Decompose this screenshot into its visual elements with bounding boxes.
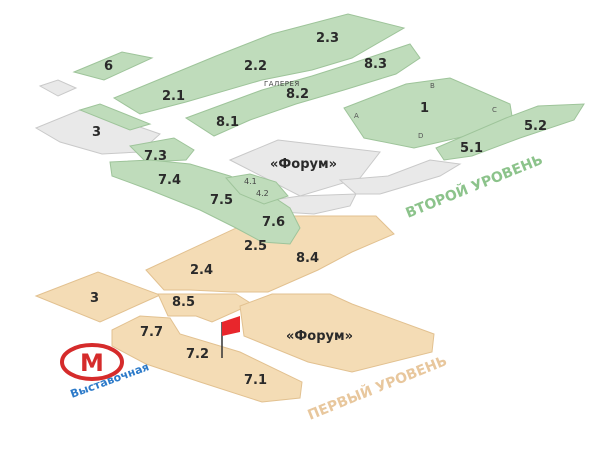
second-level-hall-7-3[interactable]	[128, 137, 195, 163]
second-level-hall-2-series[interactable]	[112, 13, 406, 115]
second-level-small-block	[38, 79, 78, 97]
first-level-forum[interactable]	[239, 293, 435, 373]
first-level-plan	[34, 215, 435, 403]
label-hall-4-1: 4.1	[244, 177, 257, 186]
second-level-neutral	[34, 79, 462, 215]
flag-icon	[221, 316, 240, 358]
label-hall-7-4: 7.4	[158, 173, 181, 188]
label-hall-2-3: 2.3	[316, 31, 339, 46]
first-level-hall-2-4-2-5-8-4[interactable]	[145, 215, 395, 293]
second-level-hall-6[interactable]	[72, 51, 154, 81]
label-hall-1-c: C	[492, 106, 497, 114]
label-hall-8-4: 8.4	[296, 251, 319, 266]
label-hall-6: 6	[104, 59, 113, 74]
label-hall-8-1: 8.1	[216, 115, 239, 130]
second-level-hall-5[interactable]	[435, 103, 585, 161]
first-level-labels: 3 2.4 2.5 8.4 8.5 7.7 7.2 7.1 «Форум»	[90, 239, 353, 388]
first-level-hall-8-5[interactable]	[157, 293, 254, 323]
label-hall-7-6: 7.6	[262, 215, 285, 230]
label-hall-7-3: 7.3	[144, 149, 167, 164]
label-forum-second: «Форум»	[270, 157, 337, 172]
second-level-hall-7-series[interactable]	[109, 159, 301, 245]
label-hall-7-1: 7.1	[244, 373, 267, 388]
first-level-hall-7-series[interactable]	[111, 315, 303, 403]
label-hall-2-2: 2.2	[244, 59, 267, 74]
label-hall-3-first: 3	[90, 291, 99, 306]
label-hall-2-4: 2.4	[190, 263, 213, 278]
second-level-labels: 6 2.1 2.2 2.3 ГАЛЕРЕЯ 8.1 8.2 8.3 3 7.3 …	[92, 31, 547, 230]
label-hall-8-2: 8.2	[286, 87, 309, 102]
label-hall-5-1: 5.1	[460, 141, 483, 156]
second-level-plan	[72, 13, 585, 245]
label-hall-4-2: 4.2	[256, 189, 269, 198]
label-gallery: ГАЛЕРЕЯ	[264, 80, 300, 88]
label-hall-8-3: 8.3	[364, 57, 387, 72]
label-hall-7-5: 7.5	[210, 193, 233, 208]
label-hall-7-7: 7.7	[140, 325, 163, 340]
label-forum-first: «Форум»	[286, 329, 353, 344]
label-hall-2-1: 2.1	[162, 89, 185, 104]
second-level-link-3	[78, 103, 152, 131]
label-hall-8-5: 8.5	[172, 295, 195, 310]
second-level-passage	[338, 159, 462, 195]
label-hall-2-5: 2.5	[244, 239, 267, 254]
label-hall-7-2: 7.2	[186, 347, 209, 362]
metro-logo-letter: M	[80, 349, 104, 377]
label-hall-1: 1	[420, 101, 429, 116]
second-level-hall-8-series[interactable]	[184, 43, 421, 137]
second-level-hall-4[interactable]	[225, 173, 289, 205]
label-hall-1-a: A	[354, 112, 359, 120]
label-hall-5-2: 5.2	[524, 119, 547, 134]
label-hall-3-second: 3	[92, 125, 101, 140]
label-hall-1-d: D	[418, 132, 423, 140]
label-hall-1-b: B	[430, 82, 435, 90]
